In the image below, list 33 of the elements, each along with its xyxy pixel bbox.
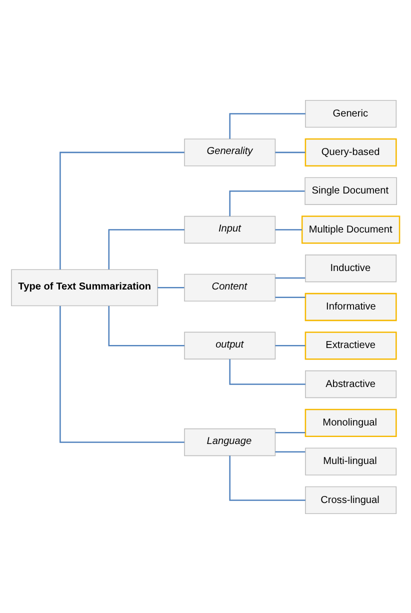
connector: [275, 344, 306, 346]
node-box: Monolingual: [304, 408, 397, 436]
node-box: Language: [184, 428, 276, 456]
connector: [275, 276, 306, 278]
node-box: Generic: [305, 99, 397, 128]
connector: [229, 190, 305, 216]
connector: [275, 228, 302, 230]
connector: [229, 455, 306, 500]
connector: [229, 112, 306, 138]
connector: [158, 286, 184, 288]
connector: [229, 358, 306, 384]
connector: [275, 431, 306, 433]
connector: [60, 306, 184, 442]
connector: [108, 306, 184, 346]
node-box: Type of Text Summarization: [11, 268, 158, 306]
node-box: Abstractive: [305, 370, 397, 398]
node-box: Multi-lingual: [305, 447, 397, 475]
connector: [275, 450, 306, 452]
node-box: Inductive: [305, 254, 397, 282]
node-box: Multiple Document: [301, 215, 400, 244]
node-box: Cross-lingual: [305, 486, 397, 514]
node-box: Generality: [184, 138, 276, 166]
connector: [275, 296, 306, 298]
node-box: Extractieve: [304, 331, 397, 360]
node-box: Input: [184, 215, 276, 244]
node-box: Content: [184, 273, 276, 302]
connector: [275, 151, 306, 153]
connector: [108, 228, 184, 269]
connector: [60, 151, 184, 269]
node-box: output: [184, 331, 276, 359]
node-box: Informative: [304, 292, 397, 321]
node-box: Single Document: [304, 176, 398, 204]
node-box: Query-based: [304, 138, 397, 166]
